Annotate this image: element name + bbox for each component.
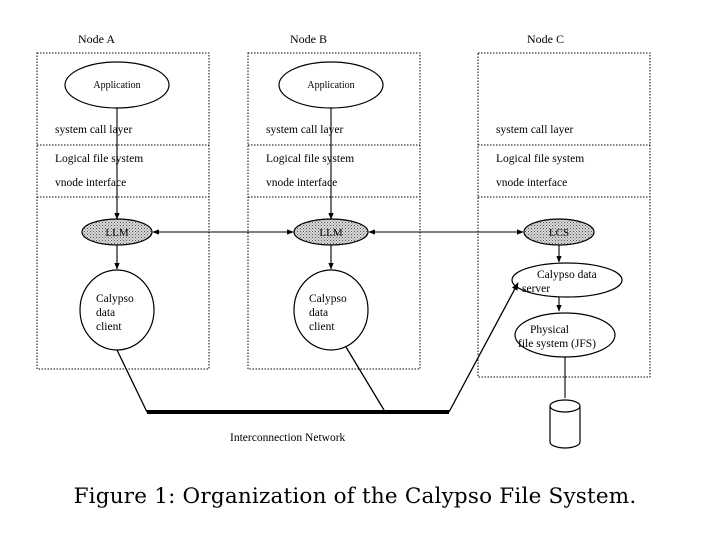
node-b-vnode-interface: vnode interface [266,177,337,189]
node-b-client-line-2: data [309,307,328,319]
node-c-vnode-interface: vnode interface [496,177,567,189]
network-label: Interconnection Network [230,432,346,444]
node-c-title: Node C [527,32,564,46]
node-b-client-line-3: client [309,321,335,333]
node-b-application-label: Application [307,80,354,91]
client-b-network-link [345,346,385,411]
node-a-application-label: Application [93,80,140,91]
node-c-server-line-1: Calypso data [537,269,597,281]
node-b-client-ellipse [293,269,369,351]
node-b-logical-file-system: Logical file system [266,153,354,165]
node-a-client-line-1: Calypso [96,293,134,305]
node-a-vnode-interface: vnode interface [55,177,126,189]
node-c-server-line-2: server [522,283,550,295]
disk-icon [549,399,581,449]
node-c-box [477,52,651,378]
node-b-box [247,52,421,370]
node-a-client-ellipse [79,269,155,351]
node-c-physical-line-1: Physical [530,324,569,336]
node-c-physical-line-2: file system (JFS) [518,338,596,350]
node-a-client-line-3: client [96,321,122,333]
node-a-logical-file-system: Logical file system [55,153,143,165]
node-c-server-ellipse [511,262,623,298]
node-a-system-call-layer: system call layer [55,124,132,136]
node-c-system-call-layer: system call layer [496,124,573,136]
node-b-client-line-1: Calypso [309,293,347,305]
node-b-llm-label: LLM [319,227,342,239]
server-network-link [448,282,519,413]
node-a-llm-label: LLM [105,227,128,239]
node-a-client-line-2: data [96,307,115,319]
node-a: Node A Application system call layer Log… [36,32,210,370]
node-c-lcs-label: LCS [549,227,569,239]
node-b: Node B Application system call layer Log… [247,32,421,370]
node-b-title: Node B [290,32,327,46]
node-c-logical-file-system: Logical file system [496,153,584,165]
node-a-title: Node A [78,32,115,46]
node-a-box [36,52,210,370]
node-c: Node C system call layer Logical file sy… [477,32,651,398]
node-b-system-call-layer: system call layer [266,124,343,136]
figure-caption: Figure 1: Organization of the Calypso Fi… [73,484,637,509]
interconnection-network [116,282,519,414]
client-a-network-link [116,349,148,413]
